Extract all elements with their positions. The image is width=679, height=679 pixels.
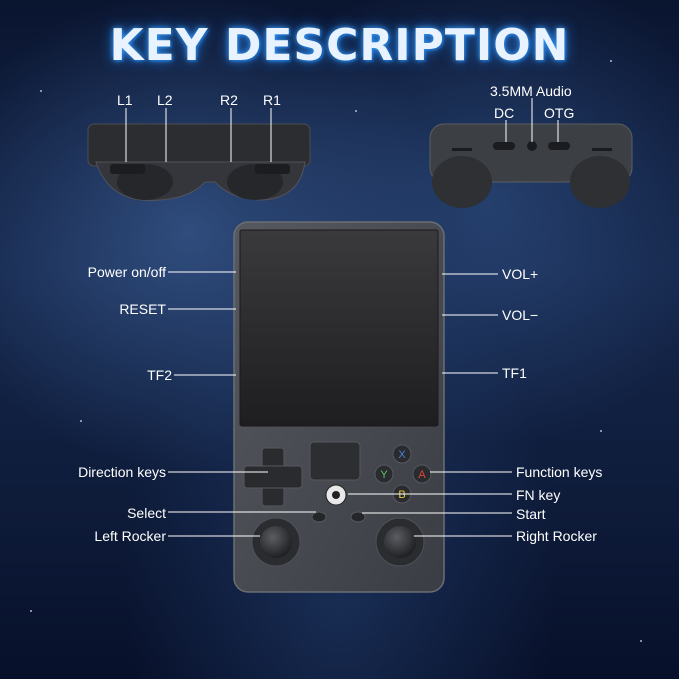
label-select: Select: [127, 505, 166, 521]
y-label: Y: [380, 469, 388, 481]
shoulder-top-plate: [88, 124, 310, 166]
label-direction: Direction keys: [78, 464, 166, 480]
a-label: A: [418, 469, 426, 481]
label-left-rocker: Left Rocker: [94, 528, 166, 544]
l1-button: [110, 164, 145, 174]
port-view: [430, 124, 632, 208]
grip-left: [432, 156, 492, 208]
center-panel: [310, 442, 360, 480]
speaker-grille: [592, 148, 612, 151]
x-label: X: [398, 449, 406, 461]
label-start: Start: [516, 506, 546, 522]
label-otg: OTG: [544, 105, 574, 121]
label-r1: R1: [263, 92, 281, 108]
label-audio: 3.5MM Audio: [490, 83, 572, 99]
label-reset: RESET: [119, 301, 166, 317]
label-dc: DC: [494, 105, 514, 121]
b-label: B: [398, 489, 405, 501]
label-vol-down: VOL−: [502, 307, 538, 323]
otg-port: [548, 142, 570, 150]
audio-jack: [527, 141, 537, 151]
label-fn: FN key: [516, 487, 560, 503]
speaker-grille: [452, 148, 472, 151]
device-front: X Y A B: [234, 222, 444, 592]
r1-button: [255, 164, 290, 174]
dc-port: [493, 142, 515, 150]
label-l1: L1: [117, 92, 133, 108]
grip-right: [570, 156, 630, 208]
label-function: Function keys: [516, 464, 602, 480]
label-right-rocker: Right Rocker: [516, 528, 597, 544]
device-screen: [240, 230, 438, 426]
label-power: Power on/off: [88, 264, 166, 280]
label-tf2: TF2: [147, 367, 172, 383]
label-r2: R2: [220, 92, 238, 108]
label-tf1: TF1: [502, 365, 527, 381]
select-button: [312, 512, 326, 522]
label-l2: L2: [157, 92, 173, 108]
shoulder-view: [88, 124, 310, 201]
label-vol-up: VOL+: [502, 266, 538, 282]
